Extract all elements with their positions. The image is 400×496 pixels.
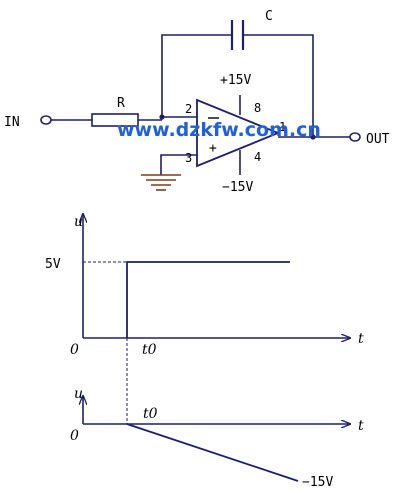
input-graph-x-label: t — [358, 331, 364, 347]
output-graph-t0-label: t0 — [143, 406, 158, 422]
capacitor-label: C — [265, 9, 273, 24]
output-graph-x-label: t — [358, 418, 364, 434]
input-step-curve — [126, 261, 290, 338]
integrator-circuit: IN R C 2 3 1 8 4 + +15V −15V OUT www.dzk… — [4, 9, 390, 195]
pin-3-label: 3 — [185, 151, 192, 165]
output-graph-origin-label: 0 — [70, 428, 79, 444]
feedback-wire-right — [243, 34, 314, 137]
op-amp-triangle — [196, 98, 281, 168]
pin-2-label: 2 — [185, 102, 192, 116]
output-label: OUT — [366, 132, 390, 147]
watermark-text: www.dzkfw.com.cn — [117, 119, 321, 141]
input-terminal — [40, 115, 52, 125]
plus-sign-label: + — [209, 141, 217, 156]
input-level-label: 5V — [45, 257, 61, 272]
noninverting-ground-wire — [160, 154, 197, 175]
output-graph-y-label: u — [74, 386, 83, 402]
output-node-dot — [310, 134, 316, 140]
output-ramp-curve — [126, 423, 299, 482]
positive-supply-label: +15V — [220, 73, 251, 88]
feedback-wire-left — [161, 34, 232, 117]
input-graph-t0-label: t0 — [142, 342, 157, 358]
output-terminal — [349, 132, 361, 142]
input-label: IN — [4, 115, 20, 130]
output-level-label: −15V — [302, 475, 333, 490]
input-graph-origin-label: 0 — [70, 342, 79, 358]
pin-4-label: 4 — [254, 150, 261, 164]
ground-symbol — [141, 174, 181, 191]
pin-1-label: 1 — [279, 120, 286, 134]
input-graph-y-label: u — [74, 214, 83, 230]
resistor-label: R — [117, 96, 125, 111]
input-waveform-graph: u 5V 0 t0 t — [45, 214, 364, 424]
output-waveform-graph: u 0 t0 t −15V — [70, 386, 364, 490]
pin-8-label: 8 — [254, 101, 261, 115]
negative-supply-label: −15V — [222, 180, 253, 195]
